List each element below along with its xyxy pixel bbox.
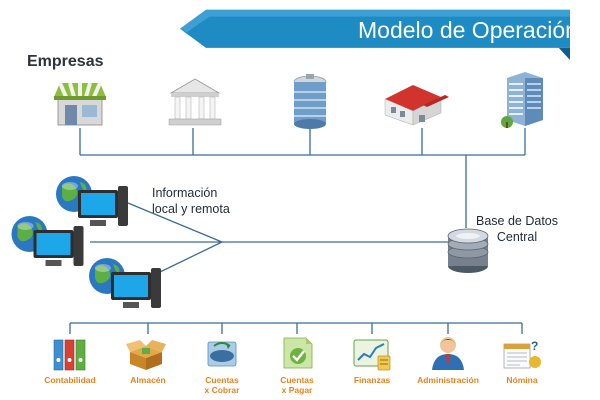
database-label-line1: Base de Datos [476, 214, 558, 228]
title-banner [180, 9, 570, 60]
open-box-icon [126, 340, 166, 370]
globe-computer-icon [11, 216, 84, 266]
information-label-line1: Información [152, 186, 218, 200]
database-label: Base de Datos Central [476, 213, 558, 245]
database-icon [447, 228, 489, 273]
information-label: Información local y remota [152, 185, 230, 217]
binders-icon [53, 339, 86, 371]
payment-receive-icon [207, 341, 237, 367]
module-label-administracion: Administración [417, 375, 479, 385]
module-label-nomina: Nómina [506, 375, 538, 385]
database-label-line2: Central [496, 230, 538, 244]
payment-check-icon [283, 337, 313, 369]
module-label-contabilidad: Contabilidad [44, 375, 96, 385]
payroll-sheet-icon: ? [503, 339, 541, 369]
module-label-cuentas-pagar: Cuentas x Pagar [280, 375, 314, 395]
corporate-building-icon [501, 72, 543, 128]
admin-user-icon [432, 337, 464, 370]
bank-building-icon [168, 78, 222, 126]
svg-text:?: ? [531, 339, 538, 353]
information-label-line2: local y remota [152, 202, 230, 216]
module-label-cuentas-cobrar: Cuentas x Cobrar [204, 375, 240, 395]
finance-chart-icon [353, 339, 391, 371]
empresas-label: Empresas [27, 53, 104, 70]
page-title: Modelo de Operación [358, 17, 578, 43]
store-icon [54, 82, 106, 126]
office-tower-icon [293, 74, 327, 129]
module-label-almacen: Almacén [130, 375, 166, 385]
factory-icon [384, 85, 449, 126]
globe-computer-icon [56, 176, 128, 226]
globe-computer-icon [89, 258, 161, 308]
module-label-finanzas: Finanzas [353, 375, 391, 385]
